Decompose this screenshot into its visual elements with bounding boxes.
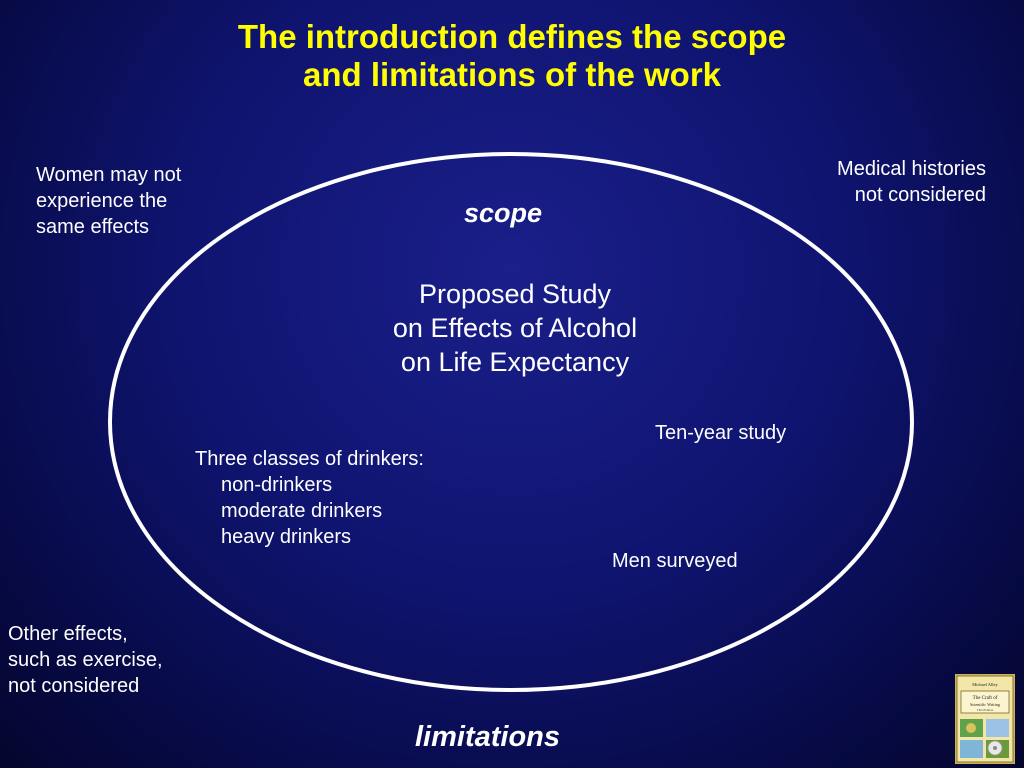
scope-label: scope [463,198,543,228]
book-edition: Third Edition [977,708,994,712]
limitation-women-line-2: experience the [36,190,168,212]
study-title-line-3: on Life Expectancy [400,347,630,377]
slide-title-line-2: and limitations of the work [302,56,722,93]
limitations-label: limitations [414,721,560,753]
limitation-other-line-3: not considered [8,675,140,697]
limitation-medical-line-2: not considered [854,184,986,206]
drinker-class-item: moderate drinkers [221,500,383,522]
limitation-medical-line-1: Medical histories [837,158,986,180]
limitation-medical: Medical histories not considered [837,156,986,208]
limitation-other-line-1: Other effects, [8,623,128,645]
scope-drinker-classes: Three classes of drinkers: non-drinkers … [195,446,424,550]
book-author: Michael Alley [972,682,998,687]
limitation-women: Women may not experience the same effect… [36,162,181,240]
limitation-women-line-1: Women may not [36,164,182,186]
scope-men-surveyed: Men surveyed [612,550,738,572]
limitation-other-effects: Other effects, such as exercise, not con… [8,621,163,699]
book-cover-image: Michael Alley The Craft of Scientific Wr… [955,674,1015,764]
book-title-line-2: Scientific Writing [970,702,1001,707]
scope-ten-year: Ten-year study [655,422,787,444]
study-title-line-1: Proposed Study [418,279,612,309]
drinker-classes-heading: Three classes of drinkers: [195,448,424,470]
slide-title-line-1: The introduction defines the scope [237,18,787,55]
limitation-other-line-2: such as exercise, [8,649,163,671]
book-title-line-1: The Craft of [973,696,998,701]
drinker-class-item: heavy drinkers [221,526,352,548]
study-title: Proposed Study on Effects of Alcohol on … [300,277,730,379]
drinker-class-item: non-drinkers [221,474,333,496]
study-title-line-2: on Effects of Alcohol [392,313,638,343]
slide-title: The introduction defines the scope and l… [0,18,1024,94]
limitation-women-line-3: same effects [36,216,150,238]
